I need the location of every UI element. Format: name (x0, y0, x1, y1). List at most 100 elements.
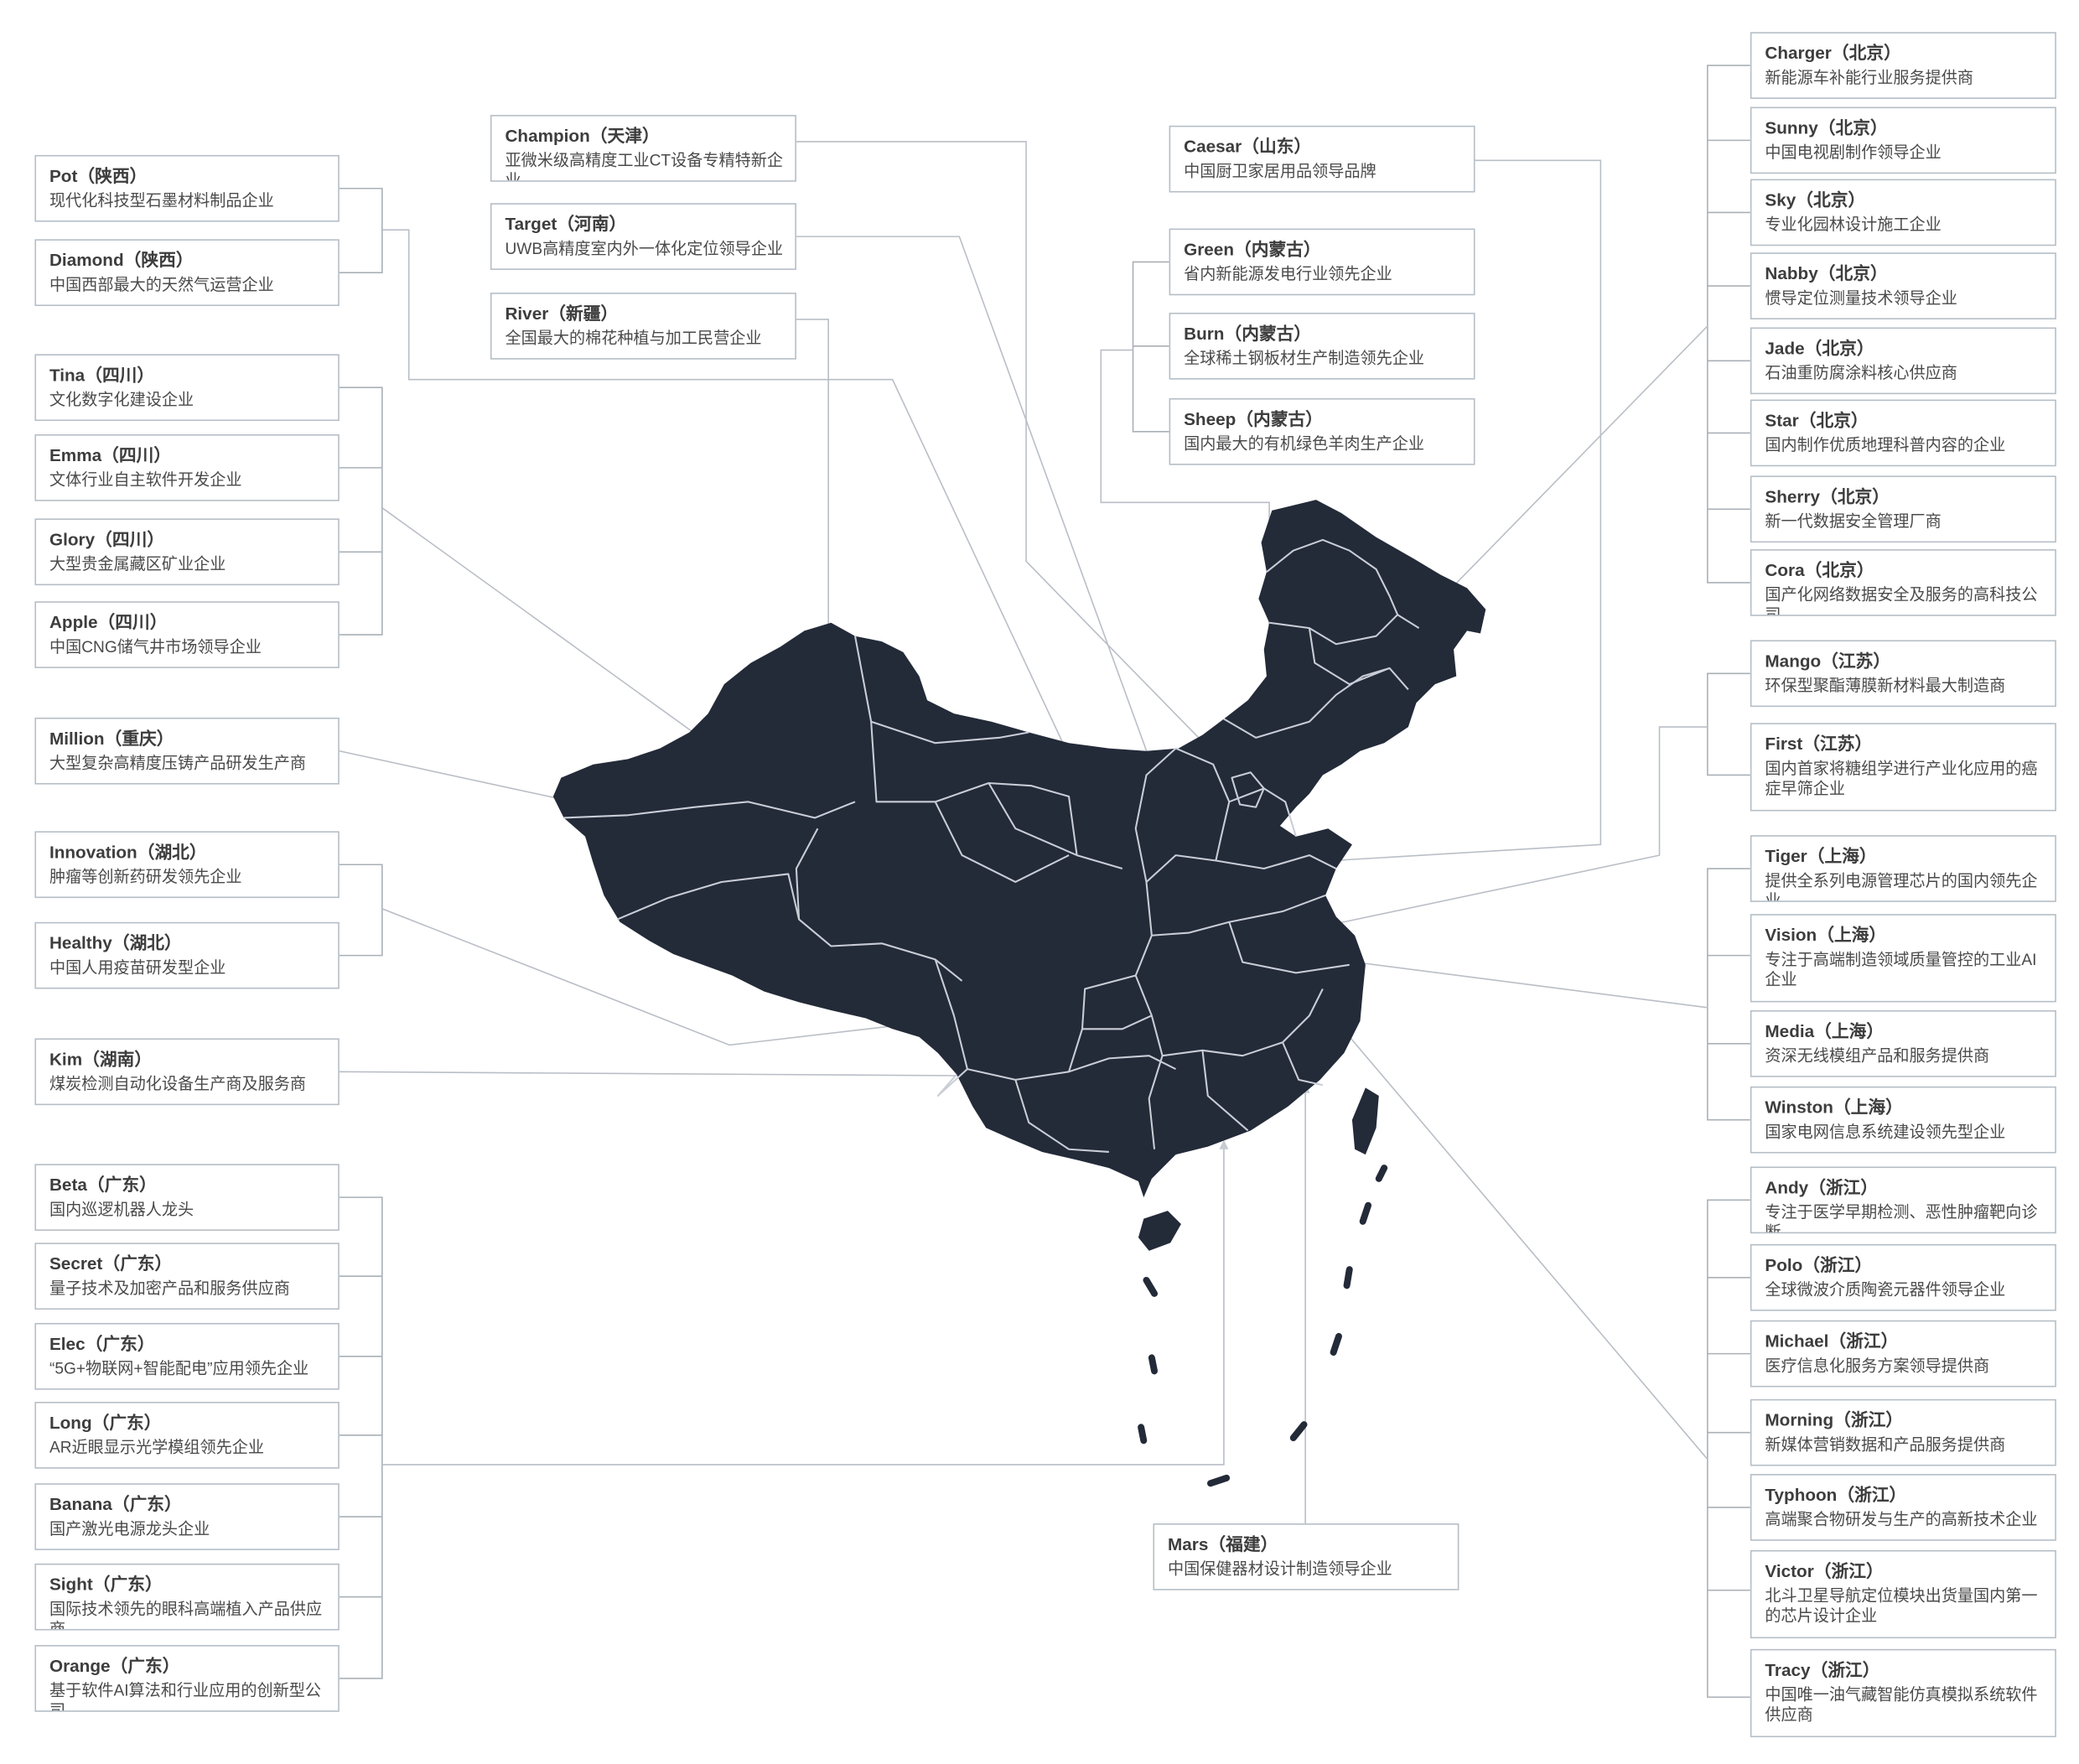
region-open-paren: （ (85, 1333, 103, 1354)
china-landmass (552, 500, 1486, 1487)
company-region: 福建 (1226, 1533, 1261, 1554)
company-description: 高端聚合物研发与生产的高新技术企业 (1765, 1510, 2038, 1529)
company-region: 浙江 (1825, 1177, 1861, 1198)
region-close-paren: ） (1862, 1659, 1880, 1680)
company-name: Typhoon（浙江） (1765, 1483, 2043, 1506)
company-card-tracy: Tracy（浙江）中国唯一油气藏智能仿真模拟系统软件供应商 (1750, 1648, 2056, 1738)
company-description: 中国厨卫家居用品领导品牌 (1184, 161, 1376, 181)
company-card-victor: Victor（浙江）北斗卫星导航定位模块出货量国内第一的芯片设计企业 (1750, 1549, 2056, 1639)
connector-line (796, 319, 833, 753)
region-open-paren: （ (91, 1412, 110, 1433)
company-description: 国际技术领先的眼科高端植入产品供应商 (49, 1599, 323, 1631)
company-description: 资深无线模组产品和服务提供商 (1765, 1046, 1990, 1066)
company-region: 江苏 (1820, 734, 1855, 754)
company-name-text: Mango (1765, 651, 1822, 672)
company-description: 环保型聚酯薄膜新材料最大制造商 (1765, 676, 2006, 695)
company-card-charger: Charger（北京）新能源车补能行业服务提供商 (1750, 32, 2056, 99)
company-description: 专业化园林设计施工企业 (1765, 215, 1942, 234)
region-open-paren: （ (92, 1574, 111, 1595)
region-open-paren: （ (102, 1253, 121, 1274)
company-description: 国产化网络数据安全及服务的高科技公司 (1765, 585, 2038, 616)
company-region: 湖北 (154, 842, 189, 863)
company-description: UWB高精度室内外一体化定位领导企业 (505, 239, 783, 258)
company-name-text: Innovation (49, 842, 137, 863)
company-name-text: Burn (1184, 323, 1225, 344)
company-description: 中国电视剧制作领导企业 (1765, 143, 1942, 162)
region-close-paren: ） (189, 842, 207, 863)
company-card-andy: Andy（浙江）专注于医学早期检测、恶性肿瘤靶向诊断 (1750, 1166, 2056, 1234)
company-region: 河南 (573, 214, 609, 234)
company-region: 北京 (1816, 410, 1851, 431)
region-close-paren: ） (156, 728, 174, 749)
region-open-paren: （ (123, 250, 142, 270)
region-open-paren: （ (82, 1049, 100, 1070)
company-name-text: Mars (1167, 1533, 1209, 1554)
company-name: Secret（广东） (49, 1252, 326, 1274)
company-name-text: Cora (1765, 559, 1805, 580)
company-name: Tina（四川） (49, 364, 326, 387)
company-description: 全国最大的棉花种植与加工民营企业 (505, 329, 762, 348)
region-close-paren: ） (1859, 845, 1877, 866)
region-open-paren: （ (1820, 486, 1838, 507)
company-name-text: Elec (49, 1333, 86, 1354)
company-card-burn: Burn（内蒙古）全球稀土钢板材生产制造领先企业 (1169, 312, 1475, 380)
company-name: Polo（浙江） (1765, 1253, 2043, 1276)
company-card-polo: Polo（浙江） 全球微波介质陶瓷元器件领导企业 (1750, 1243, 2056, 1311)
company-name: Mango（江苏） (1765, 650, 2043, 672)
province-borders (563, 538, 1420, 1153)
company-description: 全球微波介质陶瓷元器件领导企业 (1765, 1279, 2006, 1300)
company-name: Media（上海） (1765, 1019, 2043, 1042)
company-description: 文体行业自主软件开发企业 (49, 470, 242, 490)
company-description: 国内制作优质地理科普内容的企业 (1765, 435, 2006, 454)
company-name-text: Caesar (1184, 136, 1242, 157)
region-close-paren: ） (1869, 924, 1887, 945)
region-open-paren: （ (1831, 43, 1849, 63)
company-card-nabby: Nabby（北京）惯导定位测量技术领导企业 (1750, 252, 2056, 319)
company-region: 四川 (111, 529, 148, 550)
company-region: 浙江 (1854, 1484, 1890, 1505)
region-open-paren: （ (1814, 1020, 1832, 1041)
company-name-text: Victor (1765, 1560, 1814, 1581)
connector-line (339, 187, 383, 273)
company-name-text: Typhoon (1765, 1484, 1838, 1505)
company-name: Diamond（陕西） (49, 248, 326, 271)
company-region: 天津 (607, 125, 642, 146)
company-name: Banana（广东） (49, 1492, 326, 1515)
region-open-paren: （ (1798, 410, 1817, 431)
company-card-sky: Sky（北京）专业化园林设计施工企业 (1750, 179, 2056, 246)
company-card-green: Green（内蒙古）省内新能源发电行业领先企业 (1169, 228, 1475, 296)
company-name-text: Long (49, 1412, 92, 1433)
company-region: 北京 (1837, 486, 1873, 507)
region-close-paren: ） (144, 1574, 163, 1595)
company-name-text: Pot (49, 165, 78, 186)
company-region: 北京 (1835, 262, 1870, 283)
company-description: 亚微米级高精度工业CT设备专精特新企业 (505, 151, 783, 182)
company-name-text: River (505, 303, 549, 324)
company-description: 石油重防腐涂料核心供应商 (1765, 363, 1957, 382)
company-description: 国产激光电源龙头企业 (49, 1519, 210, 1538)
company-name: Andy（浙江） (1765, 1176, 2043, 1199)
region-open-paren: （ (1828, 1331, 1847, 1352)
company-card-caesar: Caesar（山东） 中国厨卫家居用品领导品牌 (1169, 125, 1475, 193)
company-name-text: Secret (49, 1253, 103, 1274)
region-close-paren: ） (641, 125, 660, 146)
company-name-text: Green (1184, 239, 1234, 260)
company-description: 中国人用疫苗研发型企业 (49, 957, 226, 978)
company-region: 新疆 (566, 303, 601, 324)
company-description: 国内首家将糖组学进行产业化应用的癌症早筛企业 (1765, 759, 2038, 798)
company-card-kim: Kim（湖南）煤炭检测自动化设备生产商及服务商 (34, 1038, 340, 1106)
region-open-paren: （ (1833, 1097, 1851, 1118)
company-name: Long（广东） (49, 1411, 326, 1434)
company-card-diamond: Diamond（陕西）中国西部最大的天然气运营企业 (34, 239, 340, 307)
company-name: Caesar（山东） (1184, 135, 1462, 158)
company-name: Sheep（内蒙古） (1184, 407, 1462, 430)
region-open-paren: （ (1208, 1533, 1226, 1554)
company-region: 湖北 (129, 932, 165, 953)
company-card-media: Media（上海） 资深无线模组产品和服务提供商 (1750, 1009, 2056, 1077)
company-name-text: Beta (49, 1175, 87, 1195)
company-name-text: Diamond (49, 250, 124, 270)
company-name: Cora（北京） (1765, 558, 2043, 581)
company-name: Tiger（上海） (1765, 844, 2043, 867)
region-close-paren: ） (1865, 1560, 1884, 1581)
